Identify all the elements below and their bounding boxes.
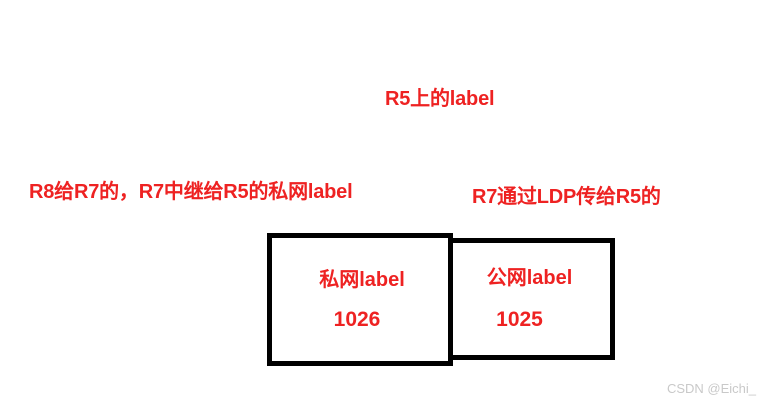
label-box-private: 私网label 1026 bbox=[267, 233, 453, 366]
label-box-private-title: 私网label bbox=[319, 268, 405, 291]
label-box-public-value: 1025 bbox=[496, 308, 543, 331]
annotation-r5-label: R5上的label bbox=[385, 88, 495, 110]
watermark: CSDN @Eichi_ bbox=[666, 381, 756, 396]
label-box-private-value: 1026 bbox=[333, 307, 381, 331]
label-box-public-title: 公网label bbox=[486, 267, 573, 289]
annotation-public-label-source: R7通过LDP传给R5的 bbox=[472, 186, 661, 208]
annotation-private-label-source: R8给R7的，R7中继给R5的私网label bbox=[29, 181, 353, 203]
label-box-public: 公网label 1025 bbox=[448, 238, 615, 360]
